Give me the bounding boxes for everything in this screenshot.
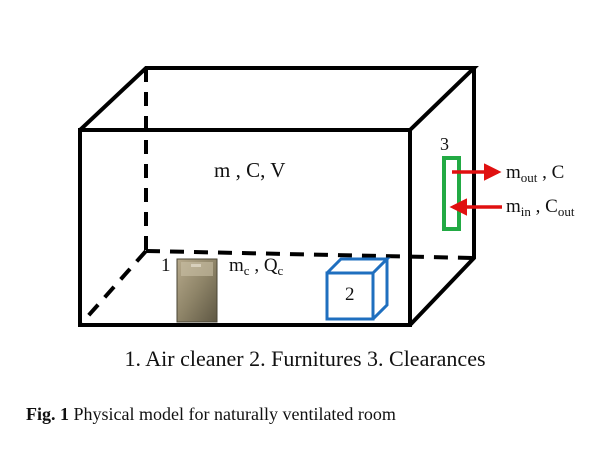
- furniture-cube-side: [371, 259, 389, 321]
- visible-edges: [78, 66, 479, 327]
- legend: 1. Air cleaner 2. Furnitures 3. Clearanc…: [124, 346, 486, 371]
- air-cleaner-image: [176, 258, 218, 323]
- front-face: [78, 128, 412, 327]
- right-face: [408, 68, 476, 327]
- furniture-cube-front: [325, 271, 375, 321]
- inflow-label: min , Cout: [506, 196, 575, 219]
- air-cleaner-number: 1: [161, 255, 171, 276]
- room-params-label: m , C, V: [214, 158, 285, 182]
- figure-caption-text: Physical model for naturally ventilated …: [73, 404, 396, 424]
- hidden-edges: [78, 68, 475, 327]
- furniture-cube-top: [325, 257, 391, 275]
- furniture-cube: [325, 257, 391, 321]
- top-face: [78, 66, 479, 132]
- outflow-label: mout , C: [506, 162, 564, 185]
- furniture-number: 2: [345, 284, 355, 305]
- clearance-opening: [442, 156, 461, 231]
- clearance-number: 3: [440, 134, 449, 154]
- hidden-edge-back-bottom: [145, 249, 475, 260]
- figure-caption: Fig. 1 Physical model for naturally vent…: [26, 404, 396, 425]
- figure-label: Fig. 1: [26, 404, 69, 424]
- air-cleaner-params-label: mc , Qc: [229, 255, 284, 278]
- hidden-edge-floor-diagonal: [78, 249, 148, 327]
